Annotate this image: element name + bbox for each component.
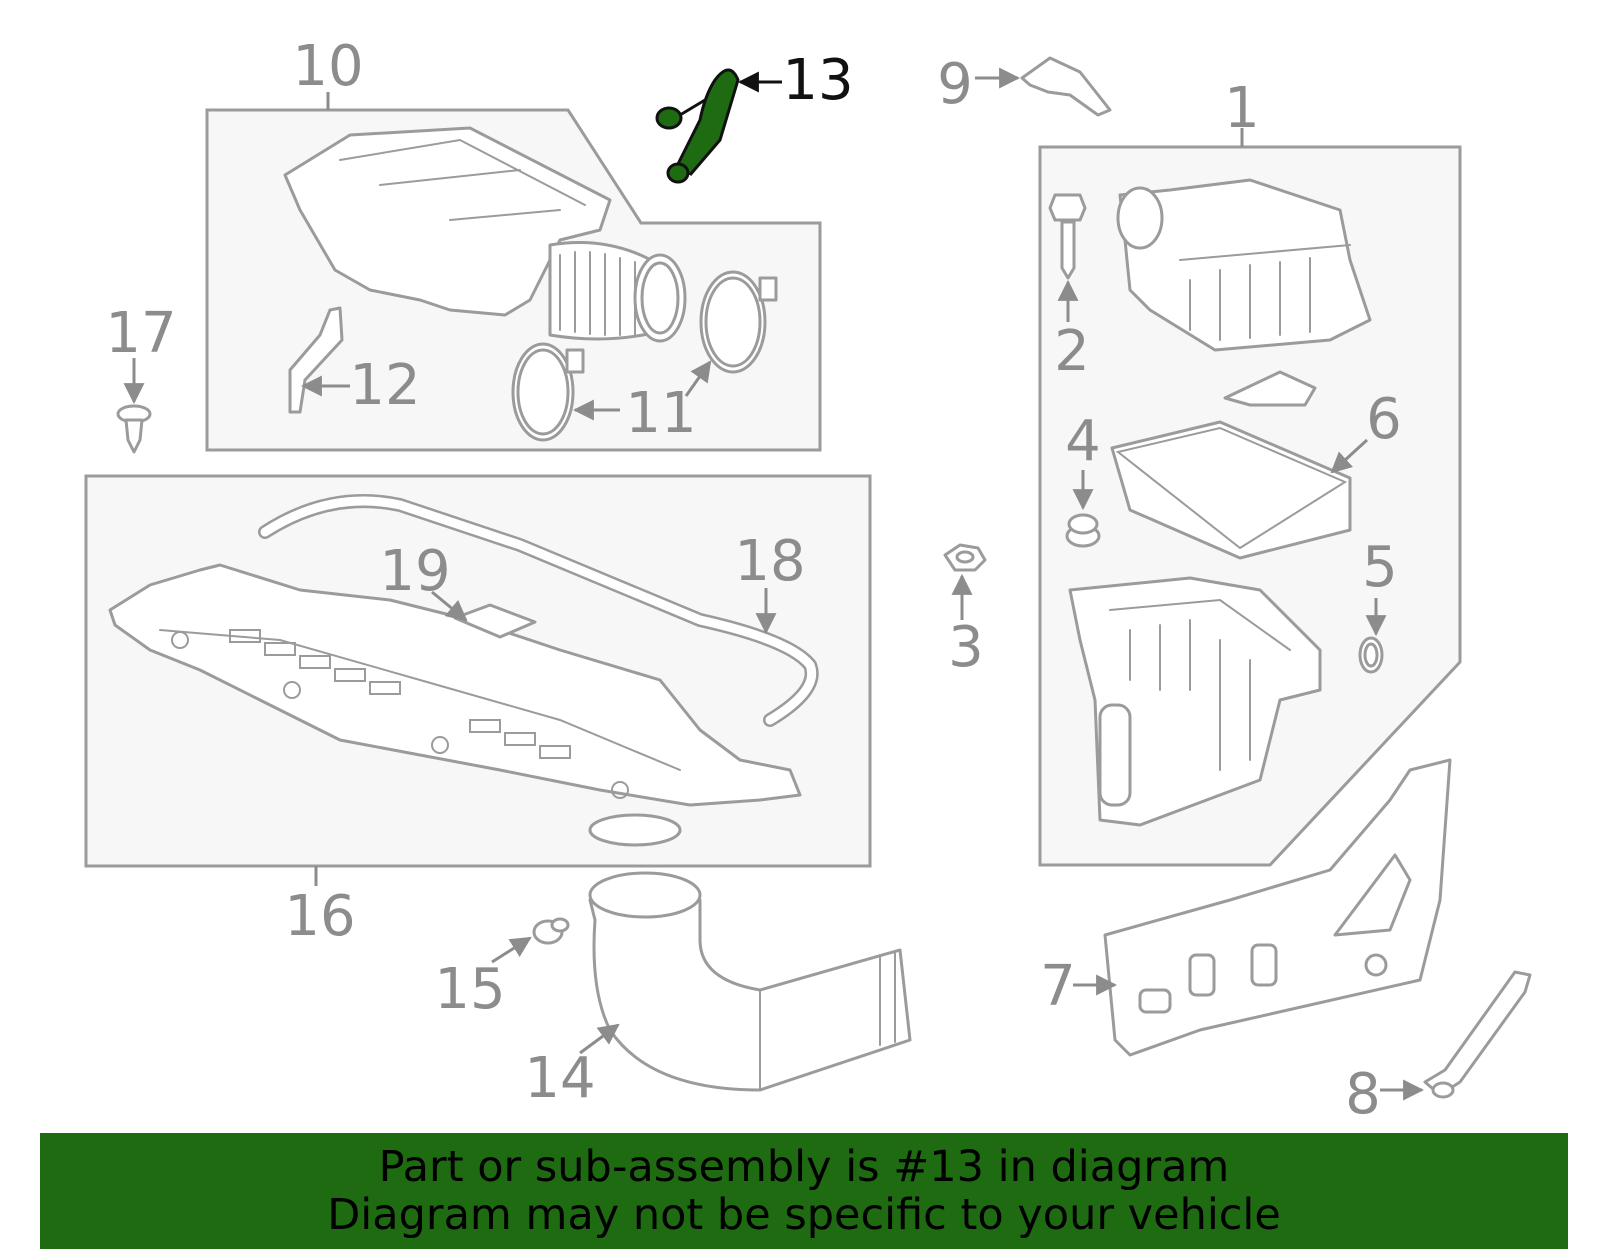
part-3-nut	[943, 543, 987, 572]
part-9-bracket	[1020, 56, 1112, 117]
part-2-bolt	[1048, 193, 1087, 280]
callout-11: 11	[625, 381, 696, 446]
callout-16: 16	[284, 884, 355, 949]
leader-11b	[684, 360, 712, 397]
callout-18: 18	[734, 529, 805, 594]
part-10-air-duct	[283, 126, 687, 343]
part-14-inlet-duct	[588, 871, 912, 1092]
callout-19: 19	[379, 539, 450, 604]
callout-7: 7	[1040, 954, 1076, 1019]
callout-15: 15	[434, 957, 505, 1022]
callout-4: 4	[1065, 409, 1101, 474]
part-6-filter	[1110, 420, 1352, 560]
part-air-cleaner-lower-housing	[1068, 576, 1322, 827]
callout-13: 13	[782, 48, 853, 113]
callout-14: 14	[524, 1046, 595, 1111]
part-13-hose[interactable]	[655, 68, 740, 184]
part-4-grommet	[1065, 513, 1101, 548]
banner-line-disclaimer: Diagram may not be specific to your vehi…	[327, 1190, 1281, 1240]
callout-1: 1	[1224, 76, 1260, 141]
callout-9: 9	[937, 52, 973, 117]
part-8-brace	[1423, 970, 1532, 1099]
leader-19	[431, 590, 468, 622]
callout-2: 2	[1054, 319, 1090, 384]
callout-3: 3	[948, 615, 984, 680]
leader-6	[1330, 438, 1369, 474]
callout-5: 5	[1362, 535, 1398, 600]
leader-15	[491, 936, 532, 964]
callout-10: 10	[292, 34, 363, 99]
part-16-air-deflector	[108, 563, 802, 847]
banner-line-part-number: Part or sub-assembly is #13 in diagram	[378, 1142, 1230, 1192]
callout-12: 12	[349, 353, 420, 418]
callout-6: 6	[1366, 387, 1402, 452]
part-17-push-pin	[116, 404, 152, 454]
part-1-air-cleaner-cover	[1116, 178, 1372, 352]
part-11-clamps	[511, 270, 778, 442]
callout-8: 8	[1345, 1062, 1381, 1127]
part-19-pad	[453, 603, 537, 639]
part-plate	[1223, 370, 1317, 407]
callout-17: 17	[105, 301, 176, 366]
leader-14	[579, 1023, 620, 1055]
part-7-support	[1103, 758, 1452, 1057]
part-15-grommet	[532, 917, 570, 945]
part-5-seal	[1358, 636, 1384, 674]
info-banner: Part or sub-assembly is #13 in diagram D…	[40, 1133, 1568, 1249]
